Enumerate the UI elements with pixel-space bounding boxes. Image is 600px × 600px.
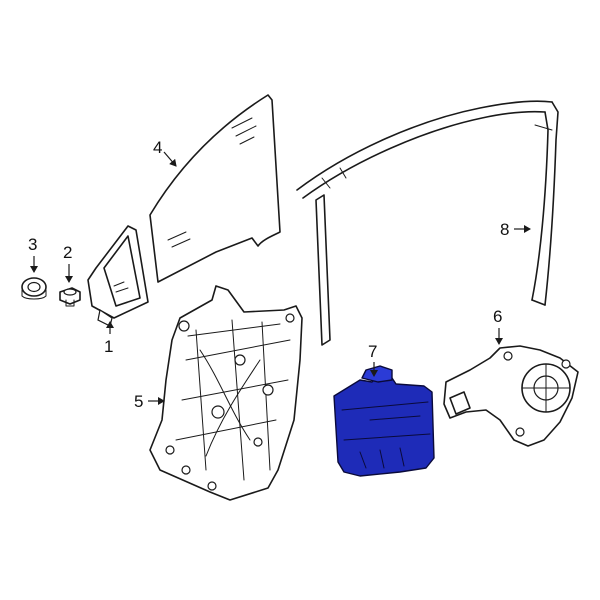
part-7-control-module — [333, 365, 435, 477]
callout-8: 8 — [500, 220, 531, 239]
part-2-nut — [59, 287, 81, 307]
part-1-quarter-glass — [87, 225, 149, 327]
callout-4: 4 — [153, 138, 177, 167]
callout-4-label: 4 — [153, 138, 162, 157]
part-8-glass-run-channel — [296, 100, 559, 346]
callout-6-label: 6 — [493, 307, 502, 326]
part-4-door-glass — [149, 94, 281, 283]
callout-1-label: 1 — [104, 337, 113, 356]
callout-7: 7 — [368, 342, 378, 377]
callout-1: 1 — [104, 321, 114, 356]
part-3-grommet — [21, 277, 47, 300]
part-6-window-motor — [443, 345, 579, 447]
callout-6: 6 — [493, 307, 503, 345]
callout-5: 5 — [134, 392, 165, 411]
callout-2: 2 — [63, 243, 73, 283]
callout-2-label: 2 — [63, 243, 72, 262]
callout-8-label: 8 — [500, 220, 509, 239]
module-body — [333, 375, 435, 477]
callout-3: 3 — [28, 235, 38, 273]
part-5-window-regulator — [149, 285, 303, 501]
callout-7-label: 7 — [368, 342, 377, 361]
callout-5-label: 5 — [134, 392, 143, 411]
callout-3-label: 3 — [28, 235, 37, 254]
